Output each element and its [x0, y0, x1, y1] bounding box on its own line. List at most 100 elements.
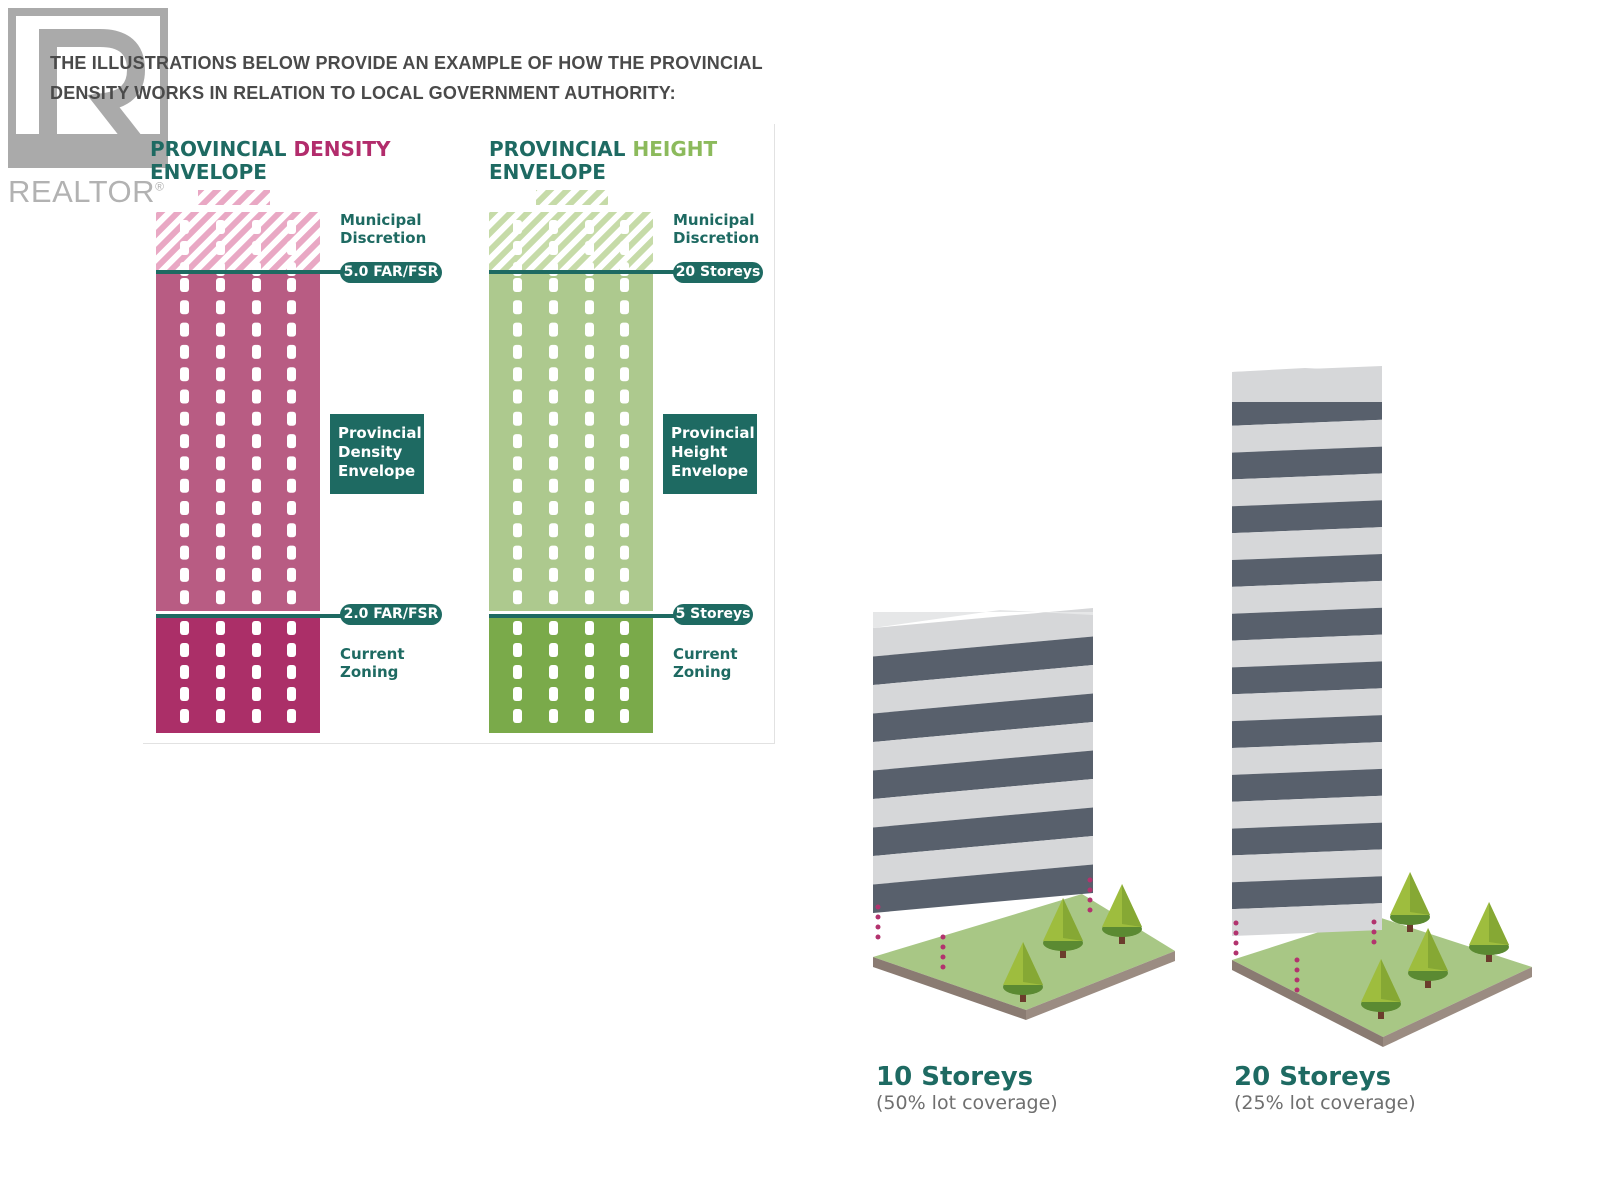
- window: [549, 389, 558, 404]
- window: [620, 621, 629, 635]
- intro-text: THE ILLUSTRATIONS BELOW PROVIDE AN EXAMP…: [50, 48, 810, 108]
- tree-icon: [1469, 902, 1509, 962]
- height-upper-marker: 20 Storeys: [673, 262, 763, 283]
- window: [287, 278, 296, 292]
- window: [252, 278, 261, 292]
- window: [216, 665, 225, 679]
- window: [216, 545, 225, 560]
- window: [252, 478, 261, 493]
- height-marker-lines: [489, 270, 679, 618]
- window: [216, 643, 225, 657]
- realtor-watermark: REALTOR®: [8, 174, 165, 209]
- window: [620, 545, 629, 560]
- window: [549, 456, 558, 471]
- window: [513, 300, 522, 315]
- window: [287, 300, 296, 315]
- floor-band: [1232, 795, 1382, 829]
- window: [620, 434, 629, 449]
- setback-dots: [875, 877, 1377, 993]
- floor-band: [873, 864, 1093, 913]
- window: [180, 687, 189, 701]
- window: [585, 344, 594, 359]
- window: [620, 220, 629, 234]
- window: [287, 322, 296, 337]
- window: [252, 300, 261, 315]
- window: [287, 367, 296, 382]
- window: [620, 241, 629, 255]
- window: [180, 590, 189, 605]
- window: [252, 389, 261, 404]
- window: [287, 344, 296, 359]
- window: [252, 241, 261, 255]
- window: [585, 709, 594, 723]
- window: [585, 434, 594, 449]
- window: [180, 344, 189, 359]
- height-lower-marker: 5 Storeys: [673, 604, 753, 625]
- building-1-subtitle: (50% lot coverage): [876, 1092, 1058, 1114]
- window: [585, 300, 594, 315]
- window: [549, 545, 558, 560]
- window: [216, 478, 225, 493]
- window: [252, 523, 261, 538]
- window: [620, 456, 629, 471]
- window: [585, 665, 594, 679]
- floor-band: [873, 608, 1093, 657]
- window: [513, 434, 522, 449]
- window: [287, 478, 296, 493]
- floor-band: [1232, 446, 1382, 480]
- window: [216, 411, 225, 426]
- window: [252, 545, 261, 560]
- window: [549, 344, 558, 359]
- floor-band: [1232, 849, 1382, 883]
- floor-band: [1232, 768, 1382, 802]
- window: [180, 621, 189, 635]
- window: [620, 411, 629, 426]
- window: [287, 643, 296, 657]
- window: [252, 621, 261, 635]
- intro-line-2: DENSITY WORKS IN RELATION TO LOCAL GOVER…: [50, 83, 676, 103]
- tree-icon: [1408, 928, 1448, 988]
- tree-icon: [1102, 884, 1142, 944]
- window: [513, 278, 522, 292]
- window: [252, 687, 261, 701]
- floor-band: [1232, 500, 1382, 534]
- window: [252, 411, 261, 426]
- window: [216, 322, 225, 337]
- trees: [1003, 872, 1509, 1019]
- window: [216, 300, 225, 315]
- intro-line-1: THE ILLUSTRATIONS BELOW PROVIDE AN EXAMP…: [50, 53, 763, 73]
- window: [585, 367, 594, 382]
- floor-band: [873, 836, 1093, 885]
- floor-band: [1232, 822, 1382, 856]
- window: [513, 367, 522, 382]
- window: [549, 411, 558, 426]
- window: [513, 456, 522, 471]
- window: [180, 665, 189, 679]
- window: [252, 590, 261, 605]
- window: [549, 643, 558, 657]
- building-1-title: 10 Storeys: [876, 1062, 1034, 1092]
- window: [216, 621, 225, 635]
- floor-band: [1232, 527, 1382, 560]
- window: [513, 220, 522, 234]
- window: [252, 220, 261, 234]
- floor-band: [1232, 742, 1382, 775]
- window: [513, 344, 522, 359]
- window: [180, 322, 189, 337]
- density-upper-marker: 5.0 FAR/FSR: [340, 262, 442, 283]
- window: [180, 389, 189, 404]
- window: [585, 411, 594, 426]
- window: [216, 367, 225, 382]
- tower-20-storeys: [1232, 366, 1382, 936]
- window: [620, 278, 629, 292]
- window: [180, 478, 189, 493]
- window: [620, 523, 629, 538]
- window: [180, 709, 189, 723]
- building-2-subtitle: (25% lot coverage): [1234, 1092, 1416, 1114]
- floor-band: [1232, 876, 1382, 910]
- window: [585, 621, 594, 635]
- window: [585, 523, 594, 538]
- window: [513, 501, 522, 515]
